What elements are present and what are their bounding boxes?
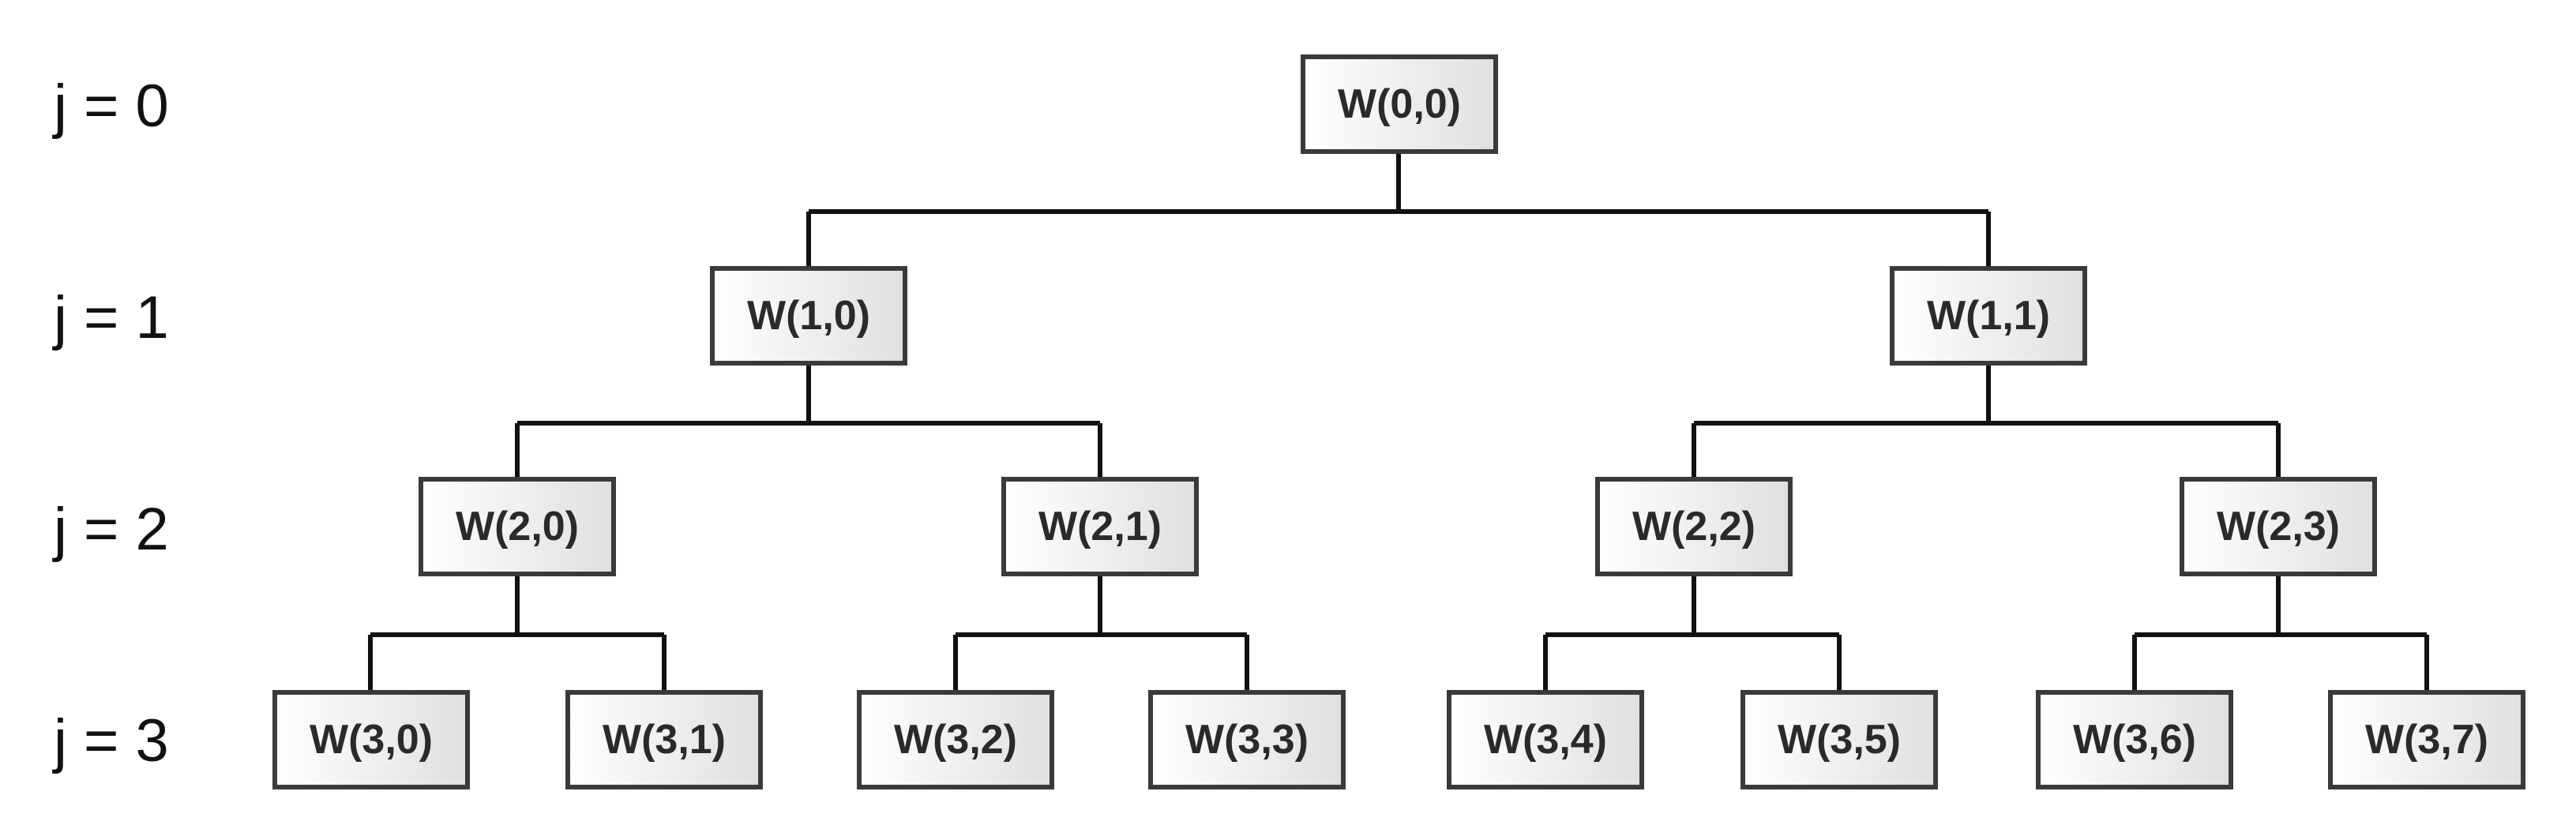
node-label: W(2,2) [1632, 504, 1756, 549]
node-w-3-6: W(3,6) [2036, 690, 2233, 789]
node-label: W(1,1) [1927, 293, 2050, 339]
connector-1-1 [1692, 363, 2281, 478]
node-w-3-0: W(3,0) [272, 690, 470, 789]
node-w-3-5: W(3,5) [1740, 690, 1938, 789]
node-label: W(3,6) [2073, 717, 2196, 763]
node-label: W(2,0) [456, 504, 579, 549]
level-labels: j = 0 j = 1 j = 2 j = 3 [52, 73, 169, 774]
connectors [368, 152, 2429, 692]
node-w-2-0: W(2,0) [419, 477, 616, 576]
nodes: W(0,0) W(1,0) W(1,1) W(2,0) W(2,1) W(2,2… [272, 54, 2525, 789]
node-label: W(3,3) [1185, 717, 1309, 763]
node-label: W(3,2) [894, 717, 1017, 763]
node-w-2-1: W(2,1) [1001, 477, 1199, 576]
node-w-2-3: W(2,3) [2180, 477, 2377, 576]
level-label-1: j = 1 [52, 284, 169, 351]
node-w-0-0: W(0,0) [1301, 54, 1498, 154]
level-label-2: j = 2 [52, 496, 169, 563]
node-w-1-1: W(1,1) [1890, 266, 2087, 366]
node-w-1-0: W(1,0) [710, 266, 907, 366]
node-label: W(3,0) [310, 717, 433, 763]
node-label: W(3,5) [1778, 717, 1901, 763]
connector-2-0 [368, 574, 667, 692]
connector-0-0 [806, 152, 1991, 268]
node-w-2-2: W(2,2) [1595, 477, 1793, 576]
node-label: W(2,1) [1038, 504, 1162, 549]
node-w-3-3: W(3,3) [1148, 690, 1346, 789]
connector-1-0 [515, 363, 1102, 478]
node-w-3-2: W(3,2) [857, 690, 1054, 789]
node-w-3-7: W(3,7) [2328, 690, 2525, 789]
node-label: W(1,0) [747, 293, 870, 339]
node-label: W(3,1) [603, 717, 726, 763]
node-w-3-1: W(3,1) [565, 690, 763, 789]
level-label-0: j = 0 [52, 73, 169, 140]
connector-2-3 [2132, 574, 2429, 692]
level-label-3: j = 3 [52, 707, 169, 774]
node-label: W(0,0) [1338, 81, 1461, 127]
node-label: W(3,7) [2365, 717, 2488, 763]
connector-2-1 [953, 574, 1249, 692]
node-label: W(2,3) [2217, 504, 2340, 549]
node-w-3-4: W(3,4) [1447, 690, 1644, 789]
node-label: W(3,4) [1484, 717, 1607, 763]
connector-2-2 [1543, 574, 1842, 692]
